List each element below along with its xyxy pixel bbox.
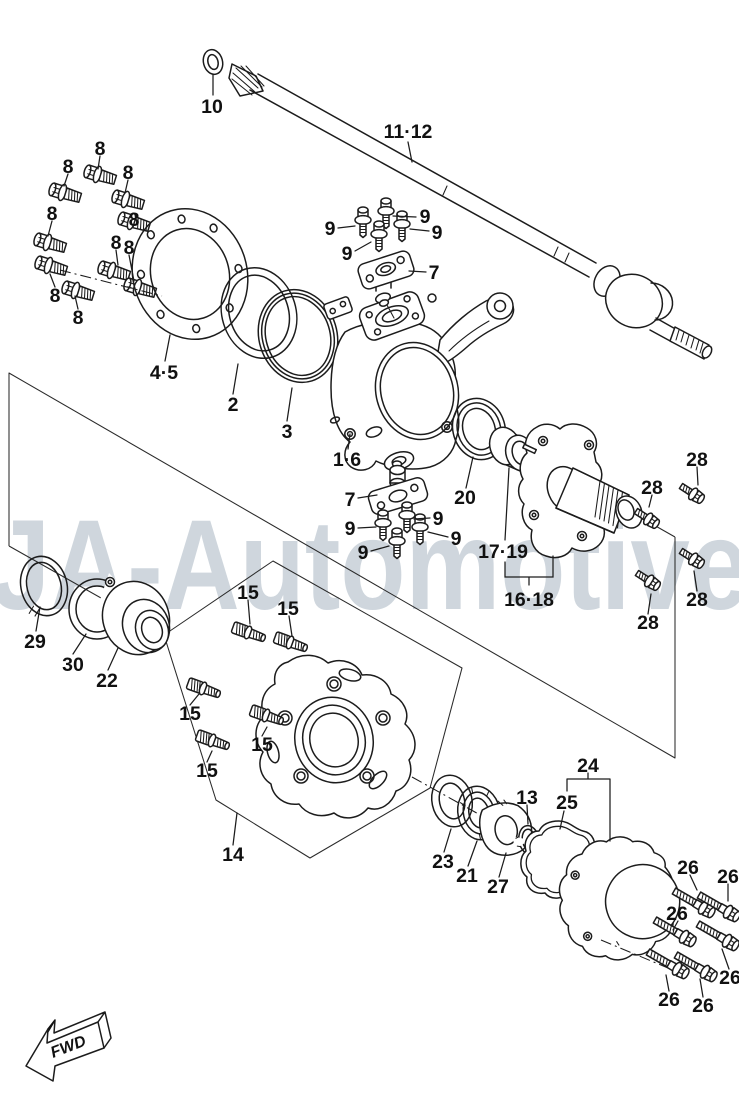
callout-15: 15 <box>251 734 273 756</box>
callout-4·5: 4·5 <box>150 362 178 384</box>
callout-26: 26 <box>692 995 714 1017</box>
axle-shaft <box>228 63 713 360</box>
callout-15: 15 <box>179 703 201 725</box>
bushing-17-19 <box>488 426 536 472</box>
callout-25: 25 <box>556 792 578 814</box>
callout-1·6: 1·6 <box>333 449 361 471</box>
callout-26: 26 <box>677 857 699 879</box>
callout-17·19: 17·19 <box>478 541 528 563</box>
callout-9: 9 <box>345 518 356 540</box>
callout-15: 15 <box>277 598 299 620</box>
callout-23: 23 <box>432 851 454 873</box>
callout-28: 28 <box>686 449 708 471</box>
seal-ring-2 <box>220 266 298 360</box>
callout-20: 20 <box>454 487 476 509</box>
callout-8: 8 <box>50 285 61 307</box>
callout-13: 13 <box>516 787 538 809</box>
callout-8: 8 <box>129 209 140 231</box>
callout-28: 28 <box>637 612 659 634</box>
king-pin-upper-7 <box>357 250 415 319</box>
callout-26: 26 <box>719 967 739 989</box>
snap-ring-10 <box>202 48 224 76</box>
callout-15: 15 <box>196 760 218 782</box>
bolts-9-upper <box>354 197 411 253</box>
washer-23 <box>430 774 474 828</box>
callout-26: 26 <box>658 989 680 1011</box>
callout-8: 8 <box>124 237 135 259</box>
callout-15: 15 <box>237 582 259 604</box>
callout-3: 3 <box>282 421 293 443</box>
callout-8: 8 <box>95 138 106 160</box>
callout-9: 9 <box>342 243 353 265</box>
cover-axis-line <box>600 939 669 969</box>
callout-8: 8 <box>63 156 74 178</box>
callout-28: 28 <box>641 477 663 499</box>
spindle-16-18 <box>517 423 643 559</box>
callout-9: 9 <box>451 528 462 550</box>
callout-11·12: 11·12 <box>384 121 433 143</box>
callout-16·18: 16·18 <box>504 589 554 611</box>
callout-30: 30 <box>62 654 84 676</box>
fwd-direction-arrow: FWD <box>25 1011 112 1082</box>
callout-9: 9 <box>420 206 431 228</box>
callout-14: 14 <box>222 844 244 866</box>
callout-27: 27 <box>487 876 509 898</box>
callout-7: 7 <box>429 262 440 284</box>
steering-knuckle <box>323 291 515 471</box>
callout-29: 29 <box>24 631 46 653</box>
callout-22: 22 <box>96 670 118 692</box>
wheel-bearing-22 <box>101 580 171 656</box>
callout-26: 26 <box>717 866 739 888</box>
seal-ring-3 <box>257 288 339 384</box>
callout-8: 8 <box>73 307 84 329</box>
callout-28: 28 <box>686 589 708 611</box>
callout-9: 9 <box>432 222 443 244</box>
callout-21: 21 <box>456 865 478 887</box>
bolts-8 <box>31 161 163 305</box>
callout-24: 24 <box>577 755 599 777</box>
seal-ring-29 <box>19 555 69 617</box>
callout-7: 7 <box>345 489 356 511</box>
callout-8: 8 <box>111 232 122 254</box>
callout-26: 26 <box>666 903 688 925</box>
callout-8: 8 <box>47 203 58 225</box>
wheel-hub-14 <box>255 654 546 852</box>
leader-lines <box>35 74 730 998</box>
callout-2: 2 <box>228 394 239 416</box>
callout-9: 9 <box>358 542 369 564</box>
callout-8: 8 <box>123 162 134 184</box>
callout-9: 9 <box>325 218 336 240</box>
callout-10: 10 <box>201 96 223 118</box>
callout-9: 9 <box>433 508 444 530</box>
